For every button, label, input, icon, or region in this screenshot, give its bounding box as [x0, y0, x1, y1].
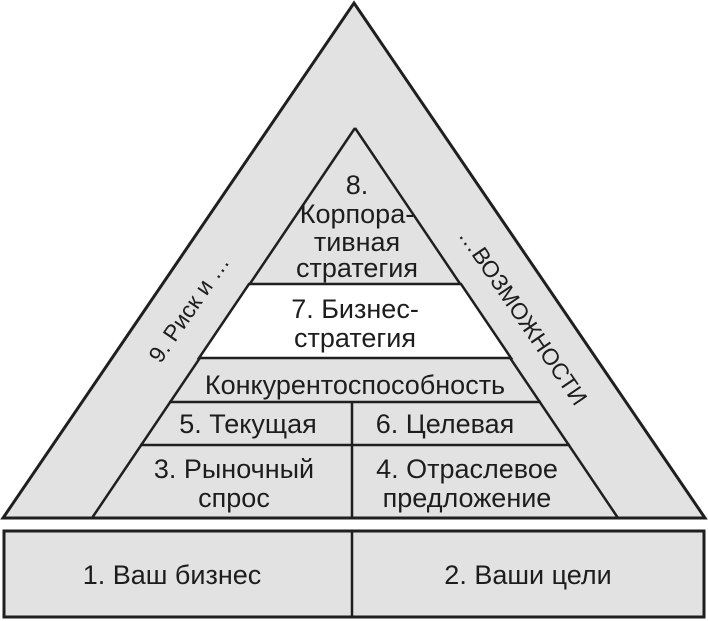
- label-competitiveness: Конкурентоспособность: [205, 370, 505, 400]
- label-level8-line2: Корпора-: [300, 199, 414, 229]
- label-level5-current: 5. Текущая: [179, 409, 316, 439]
- label-base-goals: 2. Ваши цели: [444, 560, 611, 590]
- base-rectangle: [2, 529, 706, 619]
- label-level4-line2: предложение: [383, 483, 552, 513]
- label-level8-number: 8.: [346, 170, 369, 200]
- label-level8-line3: тивная: [314, 227, 400, 257]
- level7-business-strategy-band: [196, 282, 514, 360]
- label-level7-line1: 7. Бизнес-: [291, 294, 419, 324]
- label-level3-line1: 3. Рыночный: [154, 454, 314, 484]
- label-level7-line2: стратегия: [294, 323, 416, 353]
- label-base-business: 1. Ваш бизнес: [83, 560, 262, 590]
- label-level6-target: 6. Целевая: [376, 409, 515, 439]
- label-level4-line1: 4. Отраслевое: [376, 454, 558, 484]
- label-level8-line4: стратегия: [296, 253, 418, 283]
- label-level3-line2: спрос: [198, 483, 270, 513]
